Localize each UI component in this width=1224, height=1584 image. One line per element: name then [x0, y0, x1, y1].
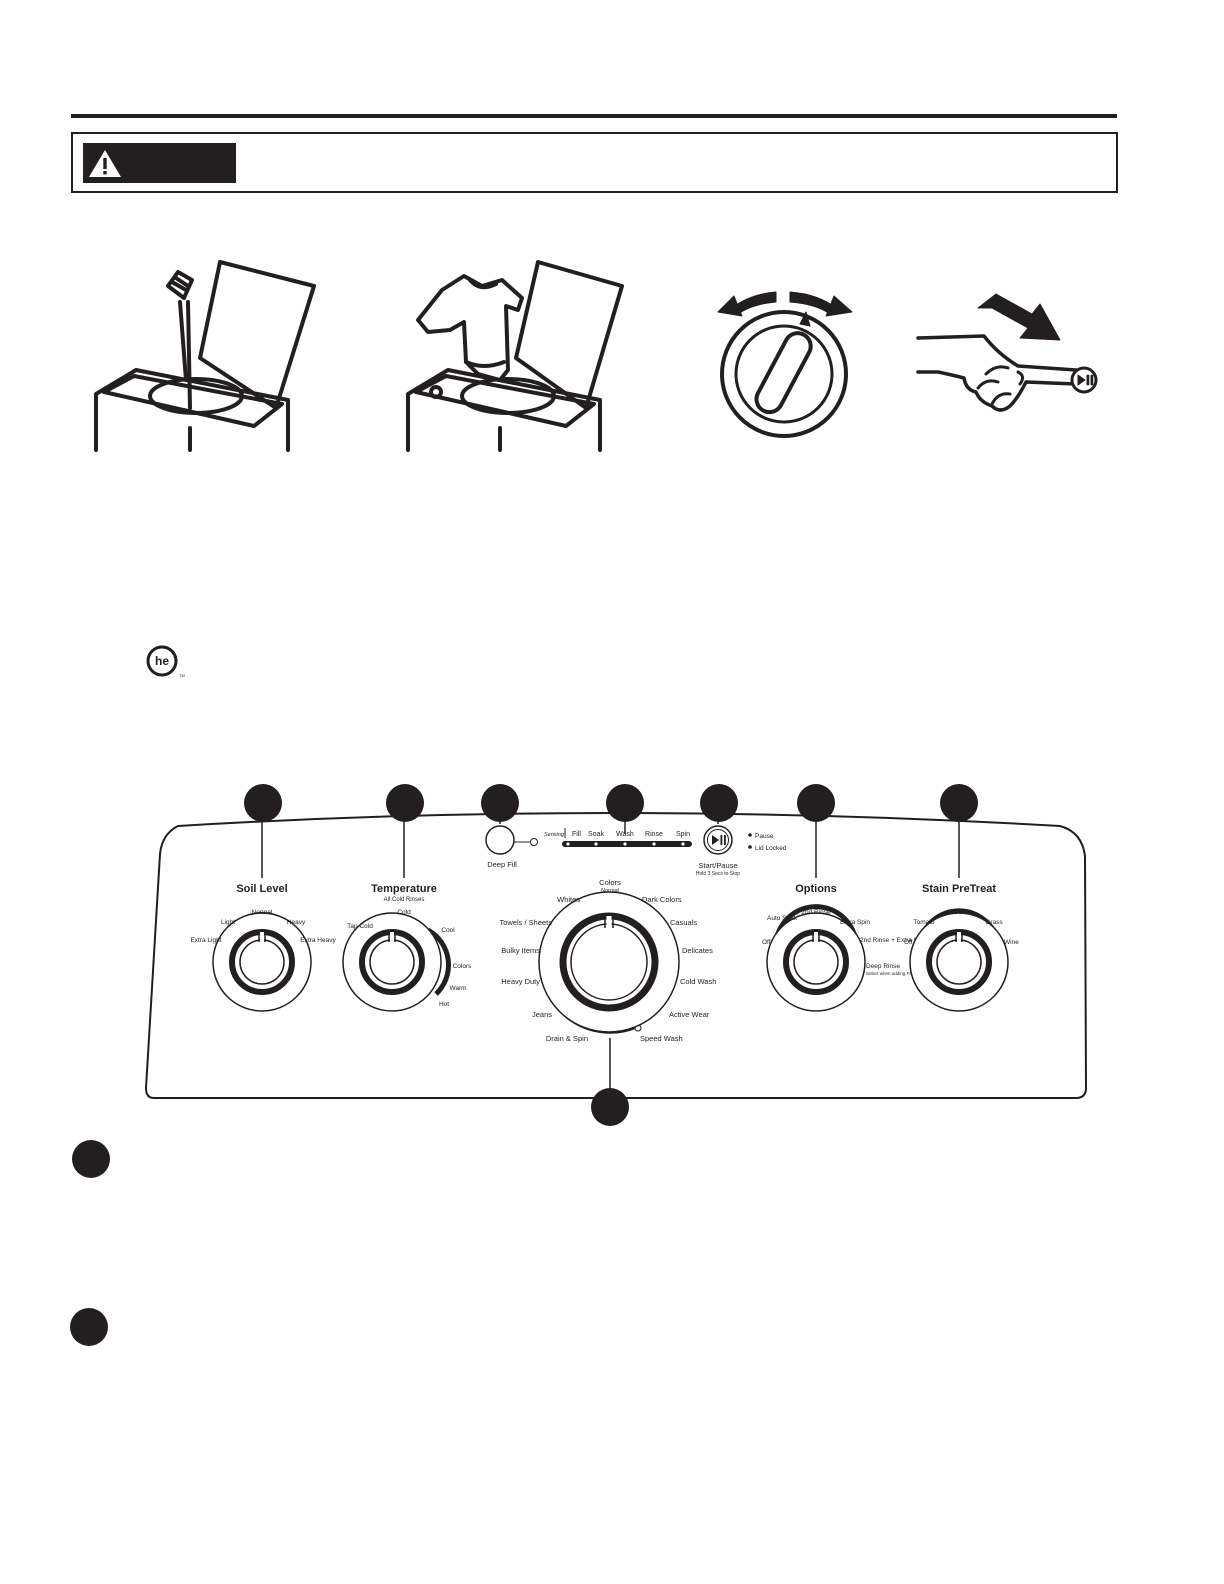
he-logo-icon: he TM [146, 645, 185, 678]
start-pause-group: Start/Pause Hold 3 Secs to Stop Pause Li… [696, 825, 787, 877]
cycle-towels-sheets-label: Towels / Sheets [499, 918, 552, 927]
callout-bubble-cycle-selector [591, 1088, 629, 1126]
cycle-casuals-label: Casuals [670, 918, 697, 927]
cycle-normal-label: Normal [601, 888, 619, 894]
soil-light-label: Light [221, 919, 235, 926]
temp-hot-label: Hot [439, 1001, 449, 1008]
temperature-group: Temperature All Cold Rinses Tap Cold Col… [343, 883, 472, 1011]
soil-level-dial[interactable] [213, 913, 311, 1011]
callout-bubble-deep-fill [481, 784, 519, 822]
cycle-jeans-label: Jeans [532, 1010, 552, 1019]
options-dial[interactable] [767, 913, 865, 1011]
soil-level-title: Soil Level [236, 883, 287, 895]
options-off-label: Off [762, 939, 771, 946]
soil-extra-light-label: Extra Light [190, 937, 221, 944]
callout-bubble-soil-level [244, 784, 282, 822]
status-soak-label: Soak [588, 831, 604, 838]
options-2nd-rinse-extra-spin-label: 2nd Rinse + Extra Spin [860, 937, 927, 944]
temp-colors-label: Colors [453, 963, 473, 970]
stain-pretreat-title: Stain PreTreat [922, 883, 996, 895]
cycle-cold-wash-label: Cold Wash [680, 977, 716, 986]
callout-bubble-start-pause [700, 784, 738, 822]
callout-bubble-options [797, 784, 835, 822]
section-bubble-1 [72, 1140, 110, 1178]
stain-pretreat-dial[interactable] [910, 913, 1008, 1011]
callout-bubble-temperature [386, 784, 424, 822]
soil-extra-heavy-label: Extra Heavy [300, 937, 336, 944]
status-sensing-label: Sensing [544, 832, 565, 838]
press-start-icon [916, 293, 1098, 412]
temp-cold-label: Cold [397, 909, 411, 916]
temp-cool-label: Cool [441, 927, 455, 934]
deep-fill-button[interactable] [485, 825, 515, 855]
stain-grass-label: Grass [985, 919, 1003, 926]
play-pause-icon [712, 835, 719, 845]
he-trademark: TM [179, 673, 185, 678]
temperature-subtitle: All Cold Rinses [384, 897, 425, 903]
status-wash-label: Wash [616, 831, 634, 838]
control-panel: Soil Level Extra Light Light Normal Heav… [144, 810, 1088, 1099]
cycle-bulky-items-label: Bulky Items [501, 946, 540, 955]
soil-heavy-label: Heavy [287, 919, 306, 926]
status-bar [562, 841, 692, 847]
soil-level-group: Soil Level Extra Light Light Normal Heav… [190, 883, 336, 1011]
rotate-dial-icon [717, 291, 853, 438]
callout-bubble-status [606, 784, 644, 822]
stain-dirt-label: Dirt [954, 909, 964, 916]
cycle-selector-group: Colors Normal Whites Dark Colors Towels … [499, 878, 716, 1043]
cycle-delicates-label: Delicates [682, 946, 713, 955]
cycle-dark-colors-label: Dark Colors [642, 895, 682, 904]
cycle-selector-dial[interactable] [539, 892, 679, 1032]
warning-box [71, 132, 1118, 193]
pause-indicator-label: Pause [755, 833, 774, 840]
status-rinse-label: Rinse [645, 831, 663, 838]
status-fill-label: Fill [572, 831, 581, 838]
warning-triangle-icon [89, 150, 121, 177]
he-logo-text: he [155, 654, 169, 668]
callout-bubble-stain-pretreat [940, 784, 978, 822]
stain-tomato-label: Tomato [913, 919, 935, 926]
temperature-title: Temperature [371, 883, 437, 895]
temp-warm-label: Warm [449, 985, 466, 992]
status-spin-label: Spin [676, 831, 690, 838]
cycle-heavy-duty-label: Heavy Duty [501, 977, 540, 986]
deep-fill-group: Deep Fill [485, 825, 538, 869]
cycle-drain-spin-label: Drain & Spin [546, 1034, 588, 1043]
options-group: Options Off Auto Soak 2nd Rinse Extra Sp… [762, 883, 938, 1011]
cycle-speed-wash-label: Speed Wash [640, 1034, 683, 1043]
cycle-active-wear-label: Active Wear [669, 1010, 710, 1019]
stain-off-label: Off [904, 939, 913, 946]
temp-tap-cold-label: Tap Cold [347, 923, 373, 930]
dispense-detergent-icon [94, 260, 316, 452]
start-pause-label: Start/Pause [698, 861, 737, 870]
warning-label [83, 143, 236, 183]
lid-locked-indicator-label: Lid Locked [755, 845, 787, 852]
options-title: Options [795, 883, 837, 895]
deep-fill-indicator [530, 838, 538, 846]
cycle-status-group: Sensing Fill Soak Wash Rinse Spin [544, 828, 692, 847]
load-clothes-icon [406, 260, 624, 452]
deep-fill-label: Deep Fill [487, 860, 517, 869]
options-extra-spin-label: Extra Spin [840, 919, 870, 926]
start-pause-hint: Hold 3 Secs to Stop [696, 871, 740, 877]
options-auto-soak-label: Auto Soak [767, 915, 798, 922]
cycle-whites-label: Whites [557, 895, 580, 904]
header-rule [71, 114, 1117, 118]
options-2nd-rinse-label: 2nd Rinse [801, 909, 831, 916]
options-deep-rinse-label: Deep Rinse [866, 963, 900, 970]
stain-pretreat-group: Stain PreTreat Off Tomato Dirt Grass Win… [904, 883, 1019, 1011]
cycle-colors-label: Colors [599, 878, 621, 887]
options-deep-rinse-note: Select when adding Fabric Softener [866, 971, 938, 976]
section-bubble-2 [70, 1308, 108, 1346]
stain-wine-label: Wine [1004, 939, 1019, 946]
soil-normal-label: Normal [252, 909, 274, 916]
